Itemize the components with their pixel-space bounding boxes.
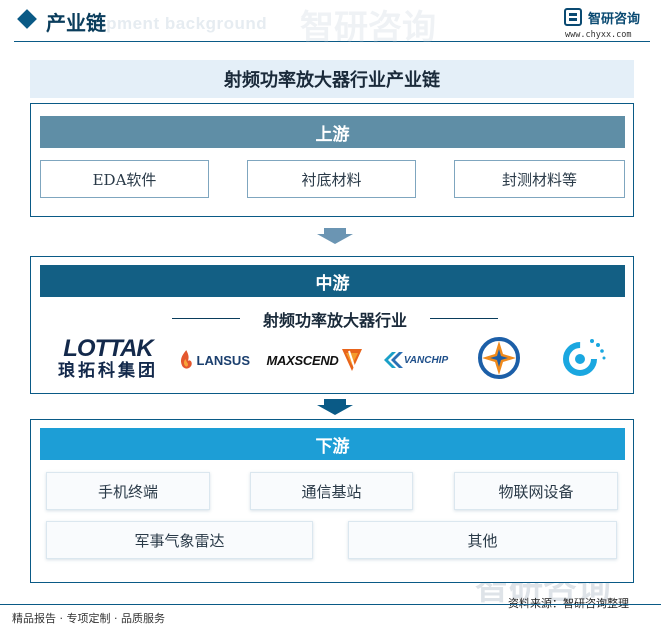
lottak-chinese-name: 琅拓科集团 <box>58 361 158 381</box>
lottak-wordmark: LOTTAK <box>63 335 154 362</box>
downstream-item: 通信基站 <box>250 472 413 510</box>
brand-url: www.chyxx.com <box>565 30 632 40</box>
arrow-down-icon <box>317 405 353 415</box>
main-title-band: 射频功率放大器行业产业链 <box>30 60 634 98</box>
swirl-logo <box>548 331 618 381</box>
maxscend-wordmark: MAXSCEND <box>266 352 339 368</box>
brand-logo-icon <box>564 8 582 26</box>
brand-name: 智研咨询 <box>588 12 641 27</box>
midstream-header: 中游 <box>40 265 625 297</box>
lansus-logo: LANSUS <box>178 341 250 379</box>
vanchip-chevron-icon <box>383 352 403 368</box>
vanchip-wordmark: VANCHIP <box>403 354 449 366</box>
footer-slogan: 精品报告 · 专项定制 · 品质服务 <box>12 612 165 625</box>
upstream-item: 衬底材料 <box>247 160 416 198</box>
swirl-emblem-icon <box>563 339 606 376</box>
arrow-down-icon <box>317 234 353 244</box>
industry-rule-left <box>172 318 240 319</box>
maxscend-emblem-icon <box>341 349 362 371</box>
downstream-item: 军事气象雷达 <box>46 521 313 559</box>
diamond-icon <box>17 9 37 29</box>
page-title: 产业链 <box>46 11 106 35</box>
lansus-wordmark: LANSUS <box>196 352 250 368</box>
downstream-item: 其他 <box>348 521 617 559</box>
header-divider <box>14 41 650 42</box>
star-emblem-icon <box>478 337 520 379</box>
arrow-down-icon <box>324 228 346 234</box>
industry-rule-right <box>430 318 498 319</box>
upstream-section: 上游 EDA软件 衬底材料 封测材料等 <box>30 103 634 217</box>
header-watermark: lopment background <box>90 14 268 33</box>
downstream-item: 手机终端 <box>46 472 210 510</box>
upstream-header: 上游 <box>40 116 625 148</box>
star-logo <box>474 333 524 383</box>
source-note: 资料来源：智研咨询整理 <box>508 597 629 610</box>
footer-divider <box>0 604 661 605</box>
page-header: lopment background 产业链 智研咨询 www.chyxx.co… <box>0 0 661 46</box>
downstream-section: 下游 手机终端 通信基站 物联网设备 军事气象雷达 其他 <box>30 419 634 583</box>
vanchip-logo: VANCHIP <box>378 341 452 379</box>
main-title: 射频功率放大器行业产业链 <box>224 70 440 91</box>
upstream-item: 封测材料等 <box>454 160 625 198</box>
downstream-header: 下游 <box>40 428 625 460</box>
industry-label: 射频功率放大器行业 <box>262 311 407 330</box>
arrow-down-icon <box>324 399 346 405</box>
downstream-item: 物联网设备 <box>454 472 618 510</box>
upstream-item: EDA软件 <box>40 160 209 198</box>
maxscend-logo: MAXSCEND <box>264 340 366 380</box>
lottak-logo: LOTTAK 琅拓科集团 <box>50 334 166 384</box>
lansus-flame-icon <box>180 350 192 369</box>
